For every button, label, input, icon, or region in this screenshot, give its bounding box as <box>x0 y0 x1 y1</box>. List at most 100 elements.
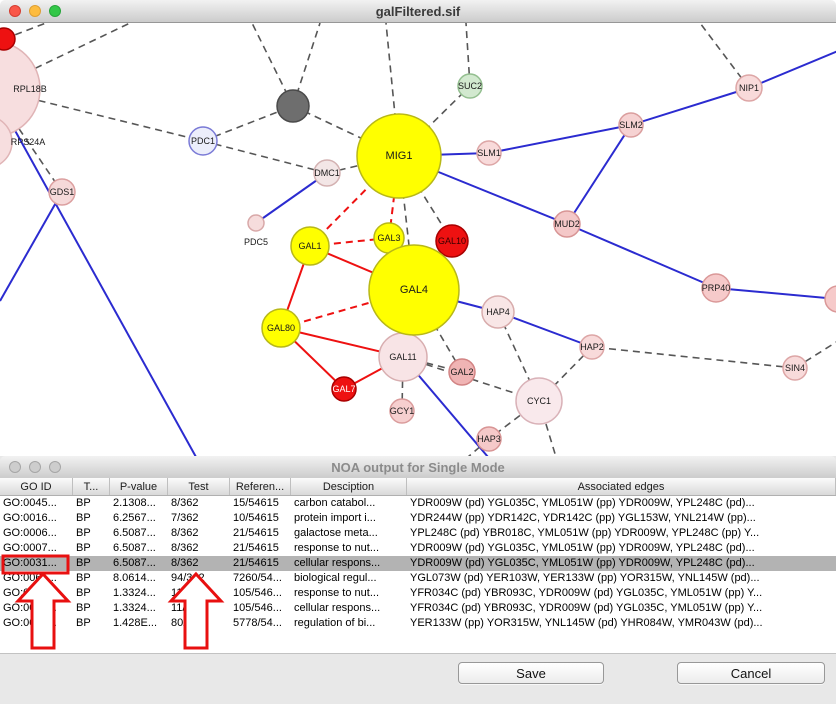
table-cell: GO:0050... <box>3 617 57 629</box>
table-cell: YDR244W (pp) YDR142C, YDR142C (pp) YGL15… <box>410 512 756 524</box>
node-dmc1[interactable]: DMC1 <box>313 159 341 187</box>
node-slm1[interactable]: SLM1 <box>476 140 502 166</box>
table-cell: 8/362 <box>171 497 199 509</box>
table-cell: 10/54615 <box>233 512 279 524</box>
node-slm2[interactable]: SLM2 <box>618 112 644 138</box>
node-hap3[interactable]: HAP3 <box>476 426 502 452</box>
minimize-button[interactable] <box>29 5 41 17</box>
network-edge <box>0 99 63 193</box>
zoom-button[interactable] <box>49 461 61 473</box>
node-label: GAL80 <box>267 323 295 333</box>
network-window-title: galFiltered.sif <box>375 3 461 19</box>
table-cell: 5778/54... <box>233 617 282 629</box>
node-label: DMC1 <box>314 168 340 178</box>
node-pdc5[interactable]: PDC5 <box>244 214 268 247</box>
node-label: PDC5 <box>244 237 268 247</box>
node-hap4[interactable]: HAP4 <box>481 295 515 329</box>
table-cell: BP <box>76 512 91 524</box>
node-label: SIN4 <box>785 363 805 373</box>
column-header-desciption[interactable]: Desciption <box>291 478 407 495</box>
table-cell: YDR009W (pd) YGL035C, YML051W (pp) YDR00… <box>410 557 755 569</box>
node-unnamed-gray[interactable] <box>276 89 310 123</box>
column-header-test[interactable]: Test <box>168 478 230 495</box>
cancel-button[interactable]: Cancel <box>677 662 825 684</box>
table-cell: 105/546... <box>233 587 282 599</box>
node-label: GAL7 <box>332 384 355 394</box>
table-cell: 6.5087... <box>113 527 156 539</box>
table-cell: GO:0016... <box>3 512 57 524</box>
node-gds1[interactable]: GDS1 <box>48 178 76 206</box>
node-mud2[interactable]: MUD2 <box>553 210 581 238</box>
node-gal4[interactable]: GAL4 <box>368 244 460 336</box>
table-cell: 1.3324... <box>113 602 156 614</box>
node-label: RPL18B <box>13 84 47 94</box>
node-prp40[interactable]: PRP40 <box>701 273 731 303</box>
table-cell: 7260/54... <box>233 572 282 584</box>
table-cell: GO:0006... <box>3 527 57 539</box>
table-cell: 94/362 <box>171 572 205 584</box>
table-cell: 11/362 <box>171 602 204 614</box>
table-cell: cellular respons... <box>294 557 381 569</box>
network-edge <box>0 191 63 302</box>
traffic-lights-inactive <box>9 456 61 478</box>
close-button[interactable] <box>9 5 21 17</box>
node-gal2[interactable]: GAL2 <box>448 358 476 386</box>
table-cell: BP <box>76 617 91 629</box>
node-gal80[interactable]: GAL80 <box>261 308 301 348</box>
close-button[interactable] <box>9 461 21 473</box>
node-nip1[interactable]: NIP1 <box>735 74 763 102</box>
network-edge <box>794 341 836 369</box>
column-header-p-value[interactable]: P-value <box>110 478 168 495</box>
table-cell: cellular respons... <box>294 602 381 614</box>
column-header-t[interactable]: T... <box>73 478 110 495</box>
node-gal11[interactable]: GAL11 <box>378 332 428 382</box>
node-edge-right[interactable] <box>824 285 836 313</box>
table-cell: YDR009W (pd) YGL035C, YML051W (pp) YDR00… <box>410 497 755 509</box>
zoom-button[interactable] <box>49 5 61 17</box>
table-cell: 8/362 <box>171 557 199 569</box>
node-red-corner[interactable] <box>0 27 16 51</box>
network-edge <box>566 223 717 289</box>
node-gal7[interactable]: GAL7 <box>331 376 357 402</box>
network-edge <box>630 87 750 126</box>
node-rpl18b[interactable]: RPL18B <box>0 40 47 138</box>
node-mig1[interactable]: MIG1 <box>356 113 442 199</box>
column-header-go-id[interactable]: GO ID <box>0 478 73 495</box>
node-cyc1[interactable]: CYC1 <box>515 377 563 425</box>
network-edge <box>309 155 400 247</box>
table-cell: regulation of bi... <box>294 617 376 629</box>
column-header-referen[interactable]: Referen... <box>230 478 291 495</box>
node-pdc1[interactable]: PDC1 <box>188 126 218 156</box>
network-window: galFiltered.sif RPL18B RPS24A GDS1 PDC1 SUC2… <box>0 0 836 457</box>
network-edge <box>255 172 328 224</box>
node-gal10[interactable]: GAL10 <box>435 224 469 258</box>
node-rps24a[interactable]: RPS24A <box>0 116 45 168</box>
table-cell: 8.0614... <box>113 572 156 584</box>
column-header-associated-edges[interactable]: Associated edges <box>407 478 836 495</box>
node-gcy1[interactable]: GCY1 <box>389 398 415 424</box>
node-label: GAL11 <box>389 352 416 362</box>
network-window-titlebar[interactable]: galFiltered.sif <box>0 0 836 23</box>
node-suc2[interactable]: SUC2 <box>457 73 483 99</box>
minimize-button[interactable] <box>29 461 41 473</box>
save-button[interactable]: Save <box>458 662 604 684</box>
noa-window-titlebar[interactable]: NOA output for Single Mode <box>0 456 836 479</box>
table-cell: GO:0065... <box>3 572 57 584</box>
node-label: RPS24A <box>11 137 46 147</box>
node-hap2[interactable]: HAP2 <box>579 334 605 360</box>
node-label: SLM2 <box>619 120 643 130</box>
network-edge <box>591 346 796 369</box>
table-cell: protein import i... <box>294 512 376 524</box>
node-gal1[interactable]: GAL1 <box>290 226 330 266</box>
node-sin4[interactable]: SIN4 <box>782 355 808 381</box>
